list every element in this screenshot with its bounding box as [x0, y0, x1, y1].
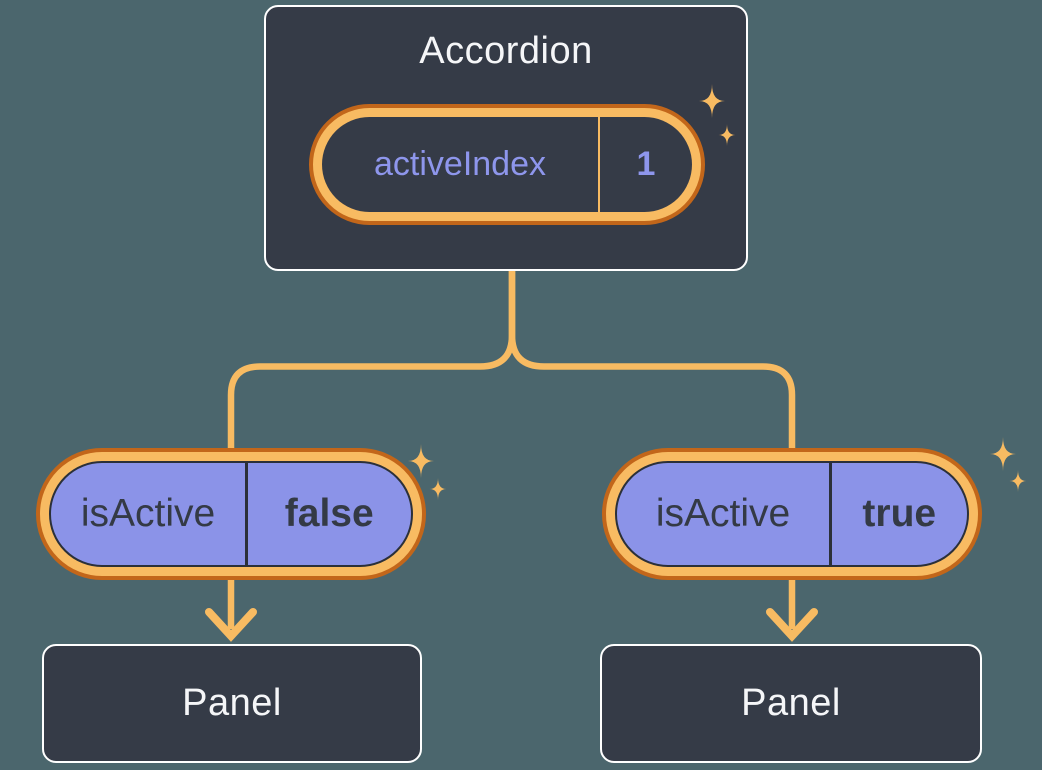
panel-component-box-left: Panel [42, 644, 422, 763]
state-pill-activeindex: activeIndex 1 [309, 104, 705, 225]
arrowhead-icon [205, 608, 257, 642]
branch-line-right [508, 271, 796, 629]
accordion-title: Accordion [419, 30, 593, 72]
prop-pill-isactive-false: isActive false [36, 448, 426, 580]
pill-divider [829, 463, 832, 565]
state-value-label: 1 [636, 145, 656, 183]
prop-pill-inner: isActive false [49, 461, 413, 567]
pill-divider [598, 117, 600, 212]
prop-pill-inner: isActive true [615, 461, 969, 567]
panel-title: Panel [182, 682, 282, 724]
prop-name-label: isActive [80, 492, 216, 535]
state-pill-inner: activeIndex 1 [322, 117, 692, 212]
arrowhead-icon [766, 608, 818, 642]
prop-value-label: false [284, 492, 374, 535]
pill-divider [245, 463, 248, 565]
prop-value-label: true [862, 492, 937, 535]
state-name-label: activeIndex [374, 145, 546, 183]
panel-title: Panel [741, 682, 841, 724]
prop-name-label: isActive [655, 492, 791, 535]
panel-component-box-right: Panel [600, 644, 982, 763]
prop-pill-isactive-true: isActive true [602, 448, 982, 580]
